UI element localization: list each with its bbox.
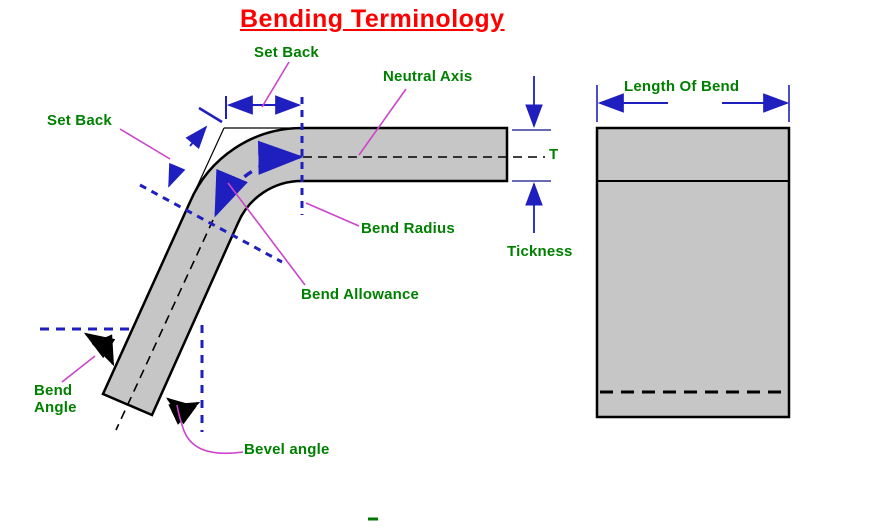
leader-setback-left xyxy=(119,128,171,160)
flat-blank-rect xyxy=(595,126,791,419)
mold-line-leg xyxy=(189,127,225,203)
label-thickness: Tickness xyxy=(507,243,573,260)
label-bend-angle: Bend Angle xyxy=(34,382,77,416)
setback-diagonal-tick xyxy=(198,106,223,124)
label-length-of-bend: Length Of Bend xyxy=(624,78,740,95)
setback-diagonal-arrow-upper xyxy=(185,125,208,150)
label-set-back-left: Set Back xyxy=(47,112,112,129)
label-set-back-top: Set Back xyxy=(254,44,319,61)
label-bevel-angle: Bevel angle xyxy=(244,441,330,458)
leader-neutral-axis xyxy=(358,88,407,156)
label-neutral-axis: Neutral Axis xyxy=(383,68,473,85)
bevel-angle-arc xyxy=(165,397,201,425)
tangent-line-leg-dashed xyxy=(139,183,283,264)
bend-allowance-arc xyxy=(214,140,304,218)
leader-bevel-angle xyxy=(176,404,244,454)
leader-bend-angle xyxy=(61,355,96,383)
leader-bend-allowance xyxy=(227,182,306,286)
label-bend-angle-line2: Angle xyxy=(34,399,77,416)
leader-setback-top xyxy=(261,61,290,108)
leg-centerline-dashed xyxy=(115,219,214,431)
leader-bend-radius xyxy=(305,202,360,227)
setback-diagonal-arrow-lower xyxy=(168,162,186,188)
bend-angle-arc xyxy=(83,332,116,367)
label-bend-angle-line1: Bend xyxy=(34,382,73,399)
label-bend-allowance: Bend Allowance xyxy=(301,286,420,303)
page-title: Bending Terminology xyxy=(240,5,505,33)
label-t-mark: T xyxy=(549,146,559,163)
label-bend-radius: Bend Radius xyxy=(361,220,455,237)
bent-sheet-profile xyxy=(101,126,509,417)
